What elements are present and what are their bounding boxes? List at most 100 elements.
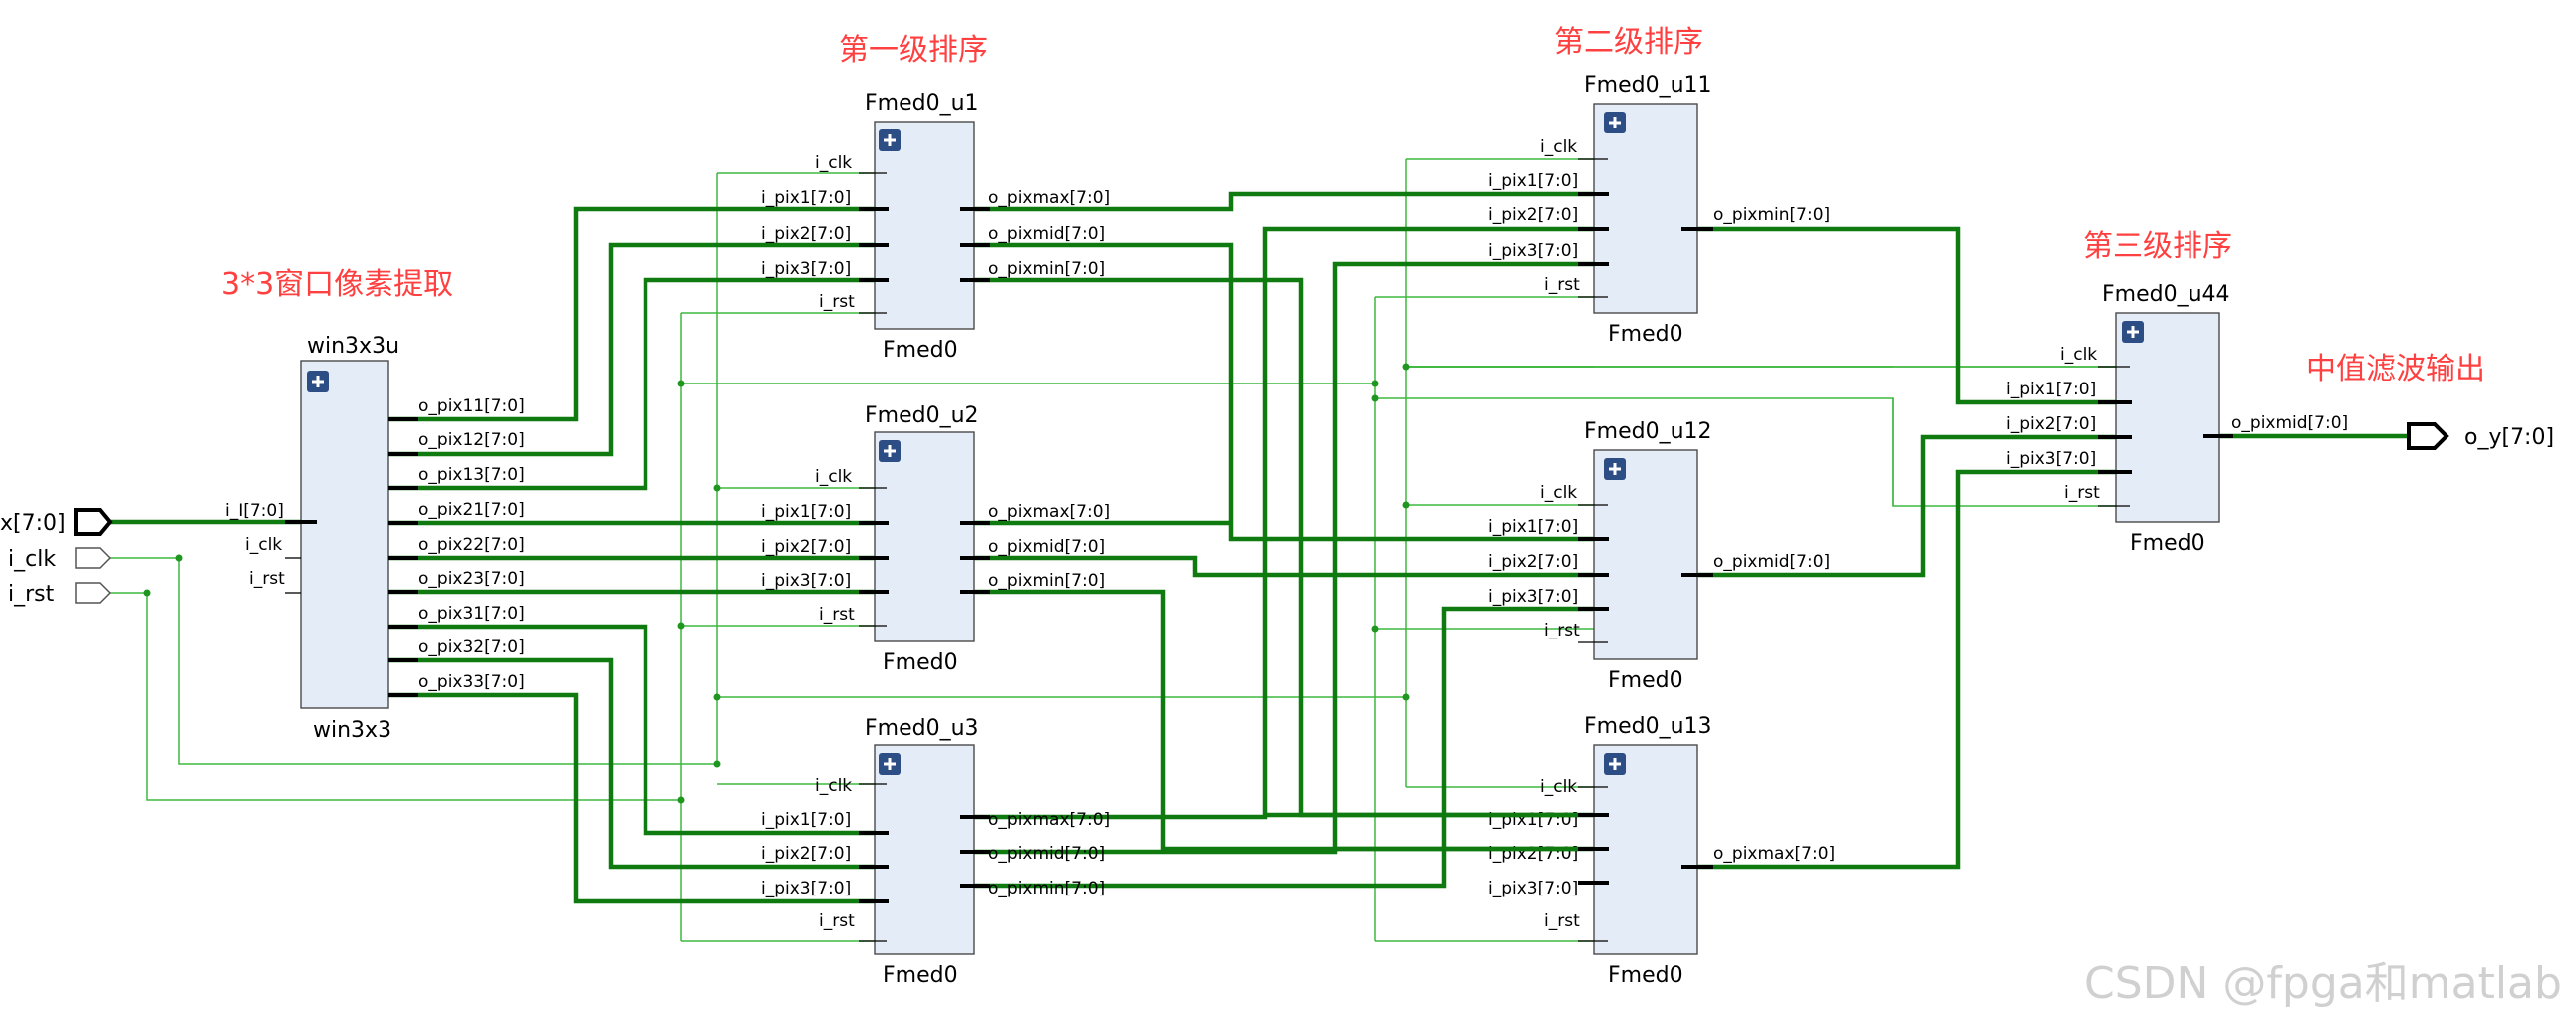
svg-text:i_pix3[7:0]: i_pix3[7:0] <box>1488 241 1578 261</box>
expand-icon[interactable] <box>307 371 329 392</box>
svg-text:i_pix2[7:0]: i_pix2[7:0] <box>761 844 851 864</box>
svg-text:i_pix2[7:0]: i_pix2[7:0] <box>761 537 851 557</box>
svg-text:Fmed0: Fmed0 <box>1608 963 1683 988</box>
svg-text:i_clk: i_clk <box>8 547 56 572</box>
svg-text:i_pix3[7:0]: i_pix3[7:0] <box>1488 587 1578 607</box>
stage1-to-u13-buses <box>1265 812 1578 852</box>
svg-text:Fmed0: Fmed0 <box>1608 322 1683 347</box>
svg-text:Fmed0: Fmed0 <box>883 650 958 675</box>
control-junctions <box>143 363 1410 804</box>
svg-text:i_clk: i_clk <box>2060 345 2097 365</box>
stage-label-output: 中值滤波输出 <box>2306 352 2485 386</box>
block-fmed0-u11[interactable]: Fmed0_u11 i_clk i_pix1[7:0] i_pix2[7:0] … <box>1488 73 1830 347</box>
svg-text:i_pix1[7:0]: i_pix1[7:0] <box>1488 171 1578 191</box>
svg-text:o_pix23[7:0]: o_pix23[7:0] <box>418 569 525 589</box>
svg-text:o_pixmid[7:0]: o_pixmid[7:0] <box>2231 413 2348 433</box>
svg-text:i_clk: i_clk <box>1540 137 1577 157</box>
svg-text:o_pixmin[7:0]: o_pixmin[7:0] <box>1713 205 1830 225</box>
svg-text:i_pix1[7:0]: i_pix1[7:0] <box>2006 380 2096 399</box>
expand-icon[interactable] <box>1604 753 1626 775</box>
block-win3x3u[interactable]: win3x3u i_I[7:0] i_clk i_rst o_pix11[7:0… <box>225 334 525 743</box>
svg-text:o_pixmax[7:0]: o_pixmax[7:0] <box>1713 844 1835 864</box>
data-buses <box>110 191 2409 904</box>
expand-icon[interactable] <box>1604 458 1626 480</box>
watermark: CSDN @fpga和matlab <box>2084 958 2562 1009</box>
stage-label-window: 3*3窗口像素提取 <box>221 267 453 302</box>
svg-text:i_pix3[7:0]: i_pix3[7:0] <box>761 259 851 279</box>
svg-text:o_pix11[7:0]: o_pix11[7:0] <box>418 396 525 416</box>
svg-text:o_pix32[7:0]: o_pix32[7:0] <box>418 638 525 657</box>
svg-text:i_pix3[7:0]: i_pix3[7:0] <box>761 879 851 898</box>
svg-text:o_pixmid[7:0]: o_pixmid[7:0] <box>988 224 1105 244</box>
svg-text:i_I[7:0]: i_I[7:0] <box>225 501 284 521</box>
svg-text:o_pix21[7:0]: o_pix21[7:0] <box>418 500 525 520</box>
svg-text:i_rst: i_rst <box>1544 275 1580 295</box>
svg-text:i_pix1[7:0]: i_pix1[7:0] <box>1488 517 1578 537</box>
expand-icon[interactable] <box>2122 321 2144 343</box>
expand-icon[interactable] <box>879 440 901 462</box>
block-fmed0-u2[interactable]: Fmed0_u2 i_clk i_pix1[7:0] i_pix2[7:0] i… <box>761 403 1110 675</box>
svg-text:Fmed0: Fmed0 <box>2130 531 2205 556</box>
svg-text:i_rst: i_rst <box>249 569 285 589</box>
svg-text:i_pix2[7:0]: i_pix2[7:0] <box>2006 414 2096 434</box>
block-cell-name: win3x3 <box>313 718 391 743</box>
svg-text:o_pixmax[7:0]: o_pixmax[7:0] <box>988 502 1110 522</box>
svg-text:i_rst: i_rst <box>1544 911 1580 931</box>
top-port-x[interactable]: x[7:0] <box>0 508 113 536</box>
svg-text:o_pixmid[7:0]: o_pixmid[7:0] <box>1713 552 1830 572</box>
svg-text:Fmed0: Fmed0 <box>883 338 958 363</box>
expand-icon[interactable] <box>879 753 901 775</box>
block-fmed0-u13[interactable]: Fmed0_u13 i_clk i_pix1[7:0] i_pix2[7:0] … <box>1488 714 1835 988</box>
block-fmed0-u3[interactable]: Fmed0_u3 i_clk i_pix1[7:0] i_pix2[7:0] i… <box>761 716 1110 988</box>
svg-text:i_clk: i_clk <box>1540 777 1577 797</box>
svg-text:Fmed0_u44: Fmed0_u44 <box>2102 282 2230 307</box>
svg-text:i_rst: i_rst <box>2064 483 2100 503</box>
svg-text:o_pix13[7:0]: o_pix13[7:0] <box>418 465 525 485</box>
top-port-i-clk[interactable]: i_clk <box>8 547 112 572</box>
block-fmed0-u1[interactable]: Fmed0_u1 i_clk i_pix1[7:0] i_pix2[7:0] i… <box>761 91 1110 363</box>
stage-label-3: 第三级排序 <box>2083 229 2232 264</box>
svg-text:i_pix1[7:0]: i_pix1[7:0] <box>761 188 851 208</box>
expand-icon[interactable] <box>879 129 901 151</box>
svg-text:o_pixmin[7:0]: o_pixmin[7:0] <box>988 259 1105 279</box>
svg-text:i_rst: i_rst <box>819 605 855 625</box>
svg-text:o_pix31[7:0]: o_pix31[7:0] <box>418 604 525 624</box>
block-fmed0-u12[interactable]: Fmed0_u12 i_clk i_pix1[7:0] i_pix2[7:0] … <box>1488 419 1830 693</box>
svg-text:i_rst: i_rst <box>8 582 55 607</box>
block-fmed0-u44[interactable]: Fmed0_u44 i_clk i_pix1[7:0] i_pix2[7:0] … <box>2006 282 2348 556</box>
top-port-o-y[interactable]: o_y[7:0] <box>2407 422 2554 450</box>
svg-text:i_rst: i_rst <box>819 292 855 312</box>
svg-text:i_clk: i_clk <box>1540 483 1577 503</box>
svg-text:i_pix1[7:0]: i_pix1[7:0] <box>761 810 851 830</box>
svg-text:i_pix3[7:0]: i_pix3[7:0] <box>761 571 851 591</box>
svg-text:o_pix22[7:0]: o_pix22[7:0] <box>418 535 525 555</box>
stage-label-2: 第二级排序 <box>1554 25 1703 60</box>
svg-text:i_pix3[7:0]: i_pix3[7:0] <box>1488 879 1578 898</box>
top-port-i-rst[interactable]: i_rst <box>8 582 112 607</box>
svg-text:Fmed0: Fmed0 <box>883 963 958 988</box>
svg-text:o_pix12[7:0]: o_pix12[7:0] <box>418 430 525 450</box>
svg-text:Fmed0_u1: Fmed0_u1 <box>865 91 979 116</box>
svg-text:Fmed0: Fmed0 <box>1608 668 1683 693</box>
svg-text:Fmed0_u3: Fmed0_u3 <box>865 716 979 741</box>
svg-text:i_pix2[7:0]: i_pix2[7:0] <box>1488 205 1578 225</box>
win-output-pins: o_pix11[7:0] o_pix12[7:0] o_pix13[7:0] o… <box>388 396 525 697</box>
svg-text:i_pix3[7:0]: i_pix3[7:0] <box>2006 449 2096 469</box>
svg-text:o_pixmax[7:0]: o_pixmax[7:0] <box>988 188 1110 208</box>
svg-text:o_pixmax[7:0]: o_pixmax[7:0] <box>988 810 1110 830</box>
svg-text:o_pixmid[7:0]: o_pixmid[7:0] <box>988 537 1105 557</box>
expand-icon[interactable] <box>1604 112 1626 133</box>
svg-text:x[7:0]: x[7:0] <box>0 511 66 536</box>
svg-text:i_clk: i_clk <box>245 535 282 555</box>
svg-text:Fmed0_u13: Fmed0_u13 <box>1584 714 1712 739</box>
svg-text:i_clk: i_clk <box>815 776 852 796</box>
svg-text:o_pix33[7:0]: o_pix33[7:0] <box>418 672 525 692</box>
svg-text:i_pix2[7:0]: i_pix2[7:0] <box>1488 552 1578 572</box>
svg-text:Fmed0_u11: Fmed0_u11 <box>1584 73 1712 98</box>
svg-text:i_clk: i_clk <box>815 153 852 173</box>
stage-label-1: 第一级排序 <box>839 33 988 68</box>
svg-text:i_clk: i_clk <box>815 467 852 487</box>
svg-text:o_pixmin[7:0]: o_pixmin[7:0] <box>988 571 1105 591</box>
block-instance-name: win3x3u <box>307 334 399 359</box>
